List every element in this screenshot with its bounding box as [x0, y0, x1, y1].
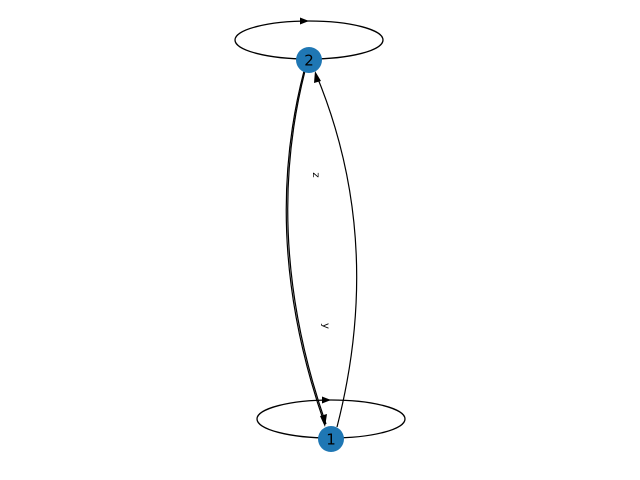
node-1-label: 1	[326, 431, 336, 449]
edge-path-2-1-double	[287, 70, 327, 425]
edge-2-1	[285, 70, 327, 427]
arrowhead-1-2	[314, 71, 321, 83]
arrowhead-2-1	[320, 414, 327, 427]
node-2-label: 2	[304, 52, 314, 70]
edge-label-z: z	[310, 172, 321, 177]
edge-path-2-1	[285, 70, 326, 426]
arrowhead-loop-1	[322, 396, 331, 404]
arrowhead-loop-2	[300, 17, 309, 25]
edge-1-2	[314, 71, 358, 428]
node-2-circle[interactable]	[296, 47, 322, 73]
node-1-circle[interactable]	[318, 426, 344, 452]
edge-path-1-2	[315, 73, 358, 428]
edge-label-y: y	[320, 323, 331, 329]
node-1[interactable]: 1	[318, 426, 344, 452]
node-2[interactable]: 2	[296, 47, 322, 73]
